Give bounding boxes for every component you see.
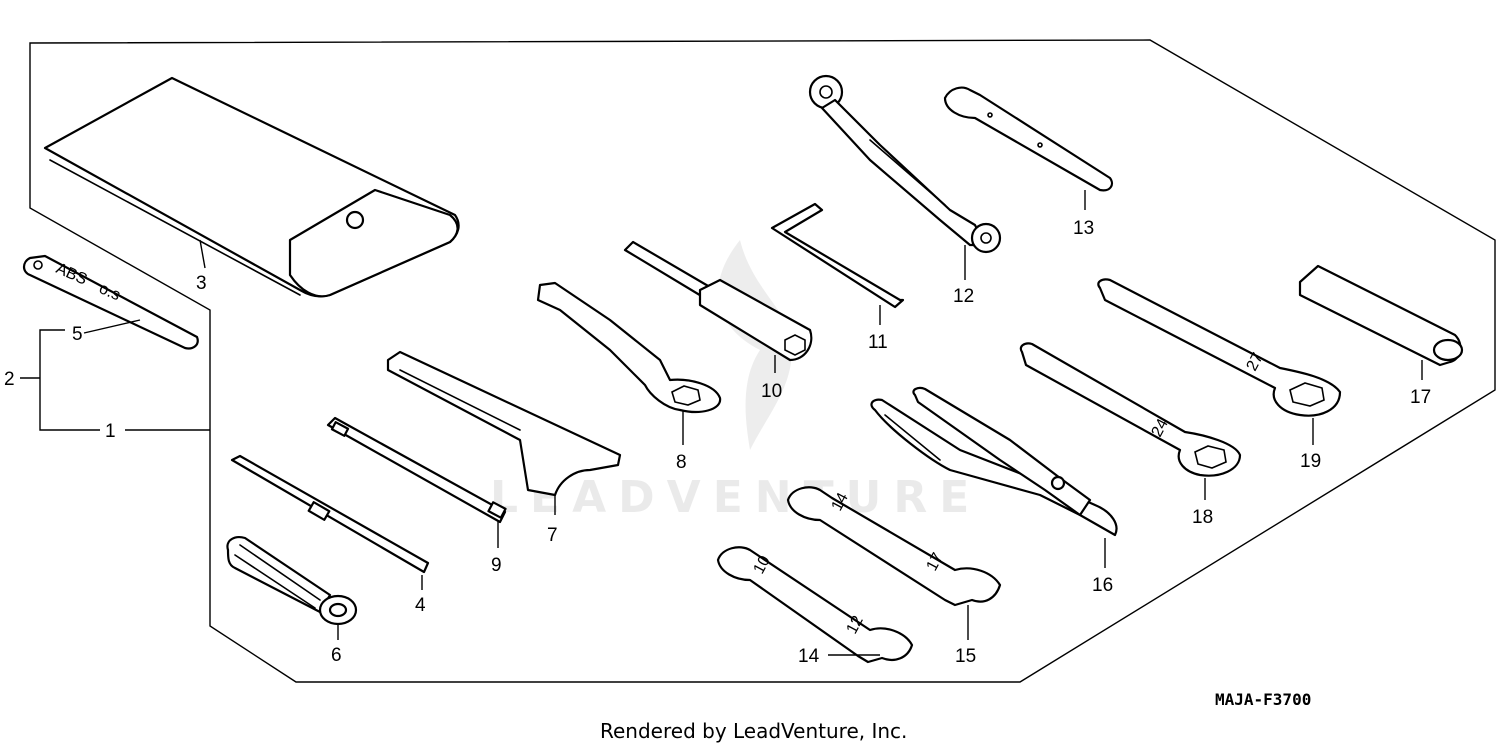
callout-7: 7 — [547, 525, 558, 546]
callout-6: 6 — [331, 645, 342, 666]
handle-grip-17 — [1298, 264, 1464, 367]
tool-14-stamp-a: 10 — [751, 553, 774, 577]
callout-17: 17 — [1410, 387, 1431, 408]
tool-18-stamp: 24 — [1149, 416, 1172, 440]
callout-10: 10 — [761, 381, 782, 402]
tool-14-stamp-b: 12 — [844, 613, 867, 637]
leader-lines — [20, 190, 1423, 656]
tool-15-stamp-a: 14 — [829, 490, 852, 514]
screwdriver-bit-4 — [230, 454, 430, 574]
callout-12: 12 — [953, 286, 974, 307]
box-wrench-18: 24 — [1019, 342, 1242, 477]
drawing-code: MAJA-F3700 — [1215, 690, 1311, 709]
watermark-text: LEADVENTURE — [490, 472, 981, 523]
tool-bag-3 — [43, 76, 460, 298]
open-wrench-14: 10 12 — [716, 546, 914, 664]
callout-18: 18 — [1192, 507, 1213, 528]
callout-8: 8 — [676, 452, 687, 473]
box-wrench-8 — [536, 281, 722, 414]
tool-15-stamp-b: 17 — [924, 550, 947, 574]
tool-19-stamp: 27 — [1244, 350, 1267, 374]
callout-5: 5 — [72, 324, 83, 345]
ring-spanner-12 — [808, 74, 1002, 254]
rendered-by-credit: Rendered by LeadVenture, Inc. — [600, 719, 907, 743]
socket-wrench-10 — [623, 240, 813, 362]
hex-key-11 — [770, 202, 905, 309]
callout-13: 13 — [1073, 218, 1094, 239]
callout-19: 19 — [1300, 451, 1321, 472]
open-wrench-15: 14 17 — [786, 486, 1002, 607]
screwdriver-shaft-9 — [326, 416, 507, 524]
screwdriver-handle-6 — [226, 536, 358, 626]
pliers-16 — [870, 386, 1118, 537]
callout-1: 1 — [105, 421, 116, 442]
callout-2: 2 — [4, 369, 15, 390]
callout-16: 16 — [1092, 575, 1113, 596]
callouts: 1 2 3 4 5 6 7 8 9 10 11 12 13 14 15 16 1… — [4, 218, 1431, 667]
callout-3: 3 — [196, 273, 207, 294]
callout-4: 4 — [415, 595, 426, 616]
assembly-outline — [29, 39, 1496, 683]
flat-spanner-7 — [386, 350, 622, 497]
callout-14: 14 — [798, 646, 820, 667]
callout-15: 15 — [955, 646, 976, 667]
open-wrench-13 — [943, 86, 1114, 192]
callout-11: 11 — [868, 332, 888, 353]
box-wrench-19: 27 — [1097, 278, 1342, 417]
callout-9: 9 — [491, 555, 502, 576]
plate-tool-5: ABS o.s — [22, 254, 199, 350]
